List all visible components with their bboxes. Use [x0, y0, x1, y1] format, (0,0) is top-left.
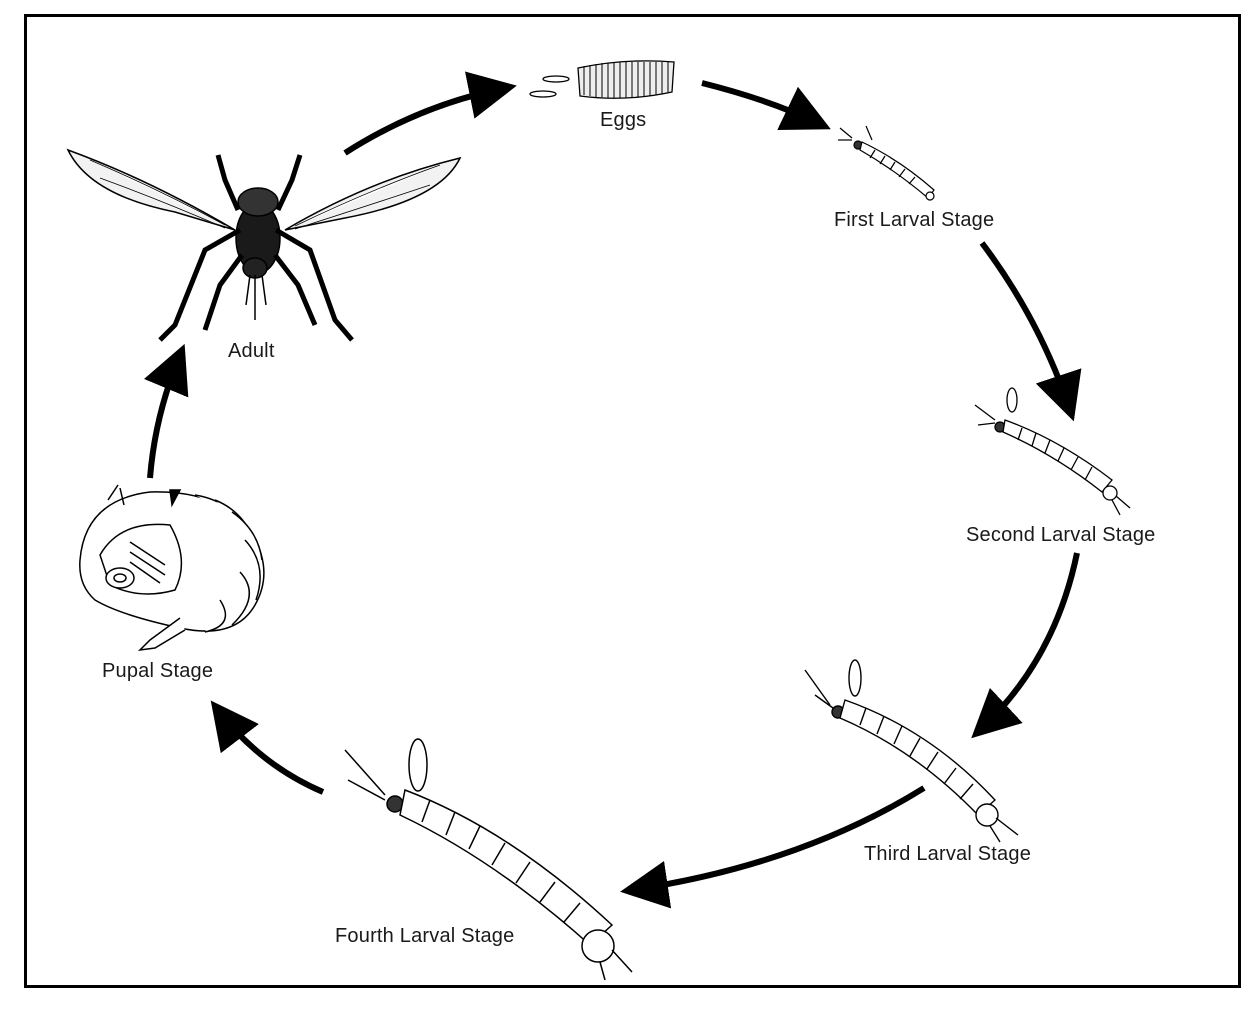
fourth-larval-stage-label: Fourth Larval Stage: [335, 925, 515, 947]
arrow-first-to-second-larval: [979, 241, 1082, 422]
arrow-eggs-to-first-larval: [701, 80, 831, 131]
cycle-arrows: [144, 71, 1082, 909]
arrow-adult-to-eggs: [343, 71, 517, 156]
first-larva-icon: [838, 125, 935, 201]
second-larva-icon: [974, 387, 1131, 516]
first-larval-stage-label: First Larval Stage: [834, 209, 995, 231]
third-larval-stage-label: Third Larval Stage: [864, 843, 1032, 865]
arrow-pupal-to-adult: [144, 343, 189, 479]
eggs-label: Eggs: [600, 109, 647, 131]
fourth-larva-icon: [344, 738, 633, 981]
egg-raft-icon: [529, 60, 675, 99]
diagram-frame: [24, 14, 1241, 988]
mosquito-adult-icon: [66, 148, 462, 342]
arrow-fourth-to-pupal: [210, 700, 325, 795]
adult-label: Adult: [228, 340, 275, 362]
arrow-third-to-fourth-larval: [620, 785, 926, 909]
third-larva-icon: [804, 659, 1019, 843]
pupa-icon: [79, 484, 265, 652]
arrow-second-to-third-larval: [971, 552, 1080, 739]
second-larval-stage-label: Second Larval Stage: [966, 524, 1156, 546]
pupal-stage-label: Pupal Stage: [102, 660, 214, 682]
